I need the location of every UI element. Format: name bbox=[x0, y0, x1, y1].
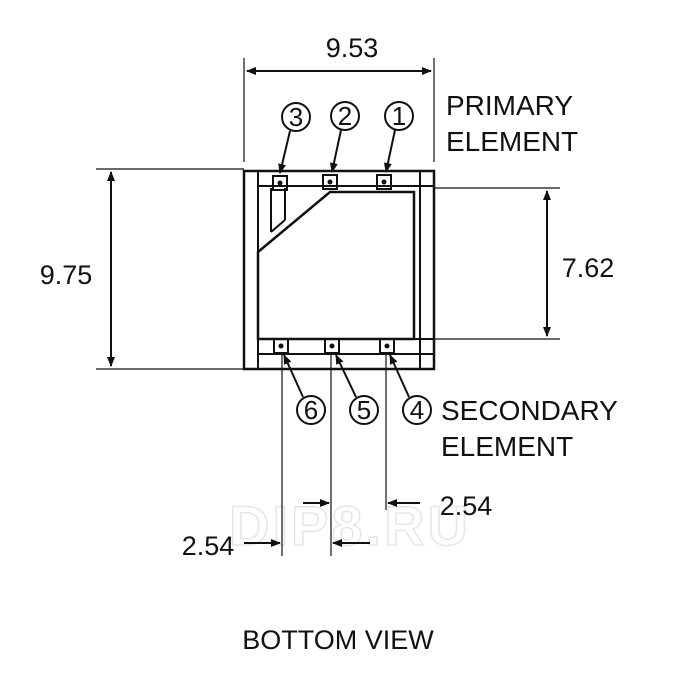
pin-label-6: 6 bbox=[304, 395, 318, 425]
dim-pad-height: 7.62 bbox=[434, 187, 615, 340]
pin-label-2: 2 bbox=[338, 101, 352, 131]
bottom-pin-callouts bbox=[283, 354, 432, 425]
dim-pad-height-label: 7.62 bbox=[562, 253, 615, 283]
dim-pitch-left-label: 2.54 bbox=[182, 531, 235, 561]
bottom-pin-pads bbox=[273, 338, 395, 354]
top-pin-callouts bbox=[278, 101, 414, 174]
secondary-label-line1: SECONDARY bbox=[441, 395, 618, 426]
pin-label-4: 4 bbox=[410, 395, 424, 425]
watermark: DIP8.RU bbox=[229, 494, 471, 557]
primary-label-line1: PRIMARY bbox=[446, 90, 573, 121]
pin-label-3: 3 bbox=[289, 102, 303, 132]
pin-label-5: 5 bbox=[357, 395, 371, 425]
pin-label-1: 1 bbox=[392, 101, 406, 131]
primary-label-line2: ELEMENT bbox=[446, 126, 578, 157]
secondary-label-line2: ELEMENT bbox=[441, 431, 573, 462]
dim-width-label: 9.53 bbox=[326, 33, 379, 63]
dim-pitch-right-label: 2.54 bbox=[440, 491, 493, 521]
view-title: BOTTOM VIEW bbox=[242, 625, 434, 655]
dim-height-label: 9.75 bbox=[40, 260, 93, 290]
dim-pitch bbox=[244, 355, 420, 556]
dim-width: 9.53 bbox=[243, 33, 435, 162]
dim-height: 9.75 bbox=[40, 168, 244, 370]
top-pin-pads bbox=[272, 174, 392, 191]
